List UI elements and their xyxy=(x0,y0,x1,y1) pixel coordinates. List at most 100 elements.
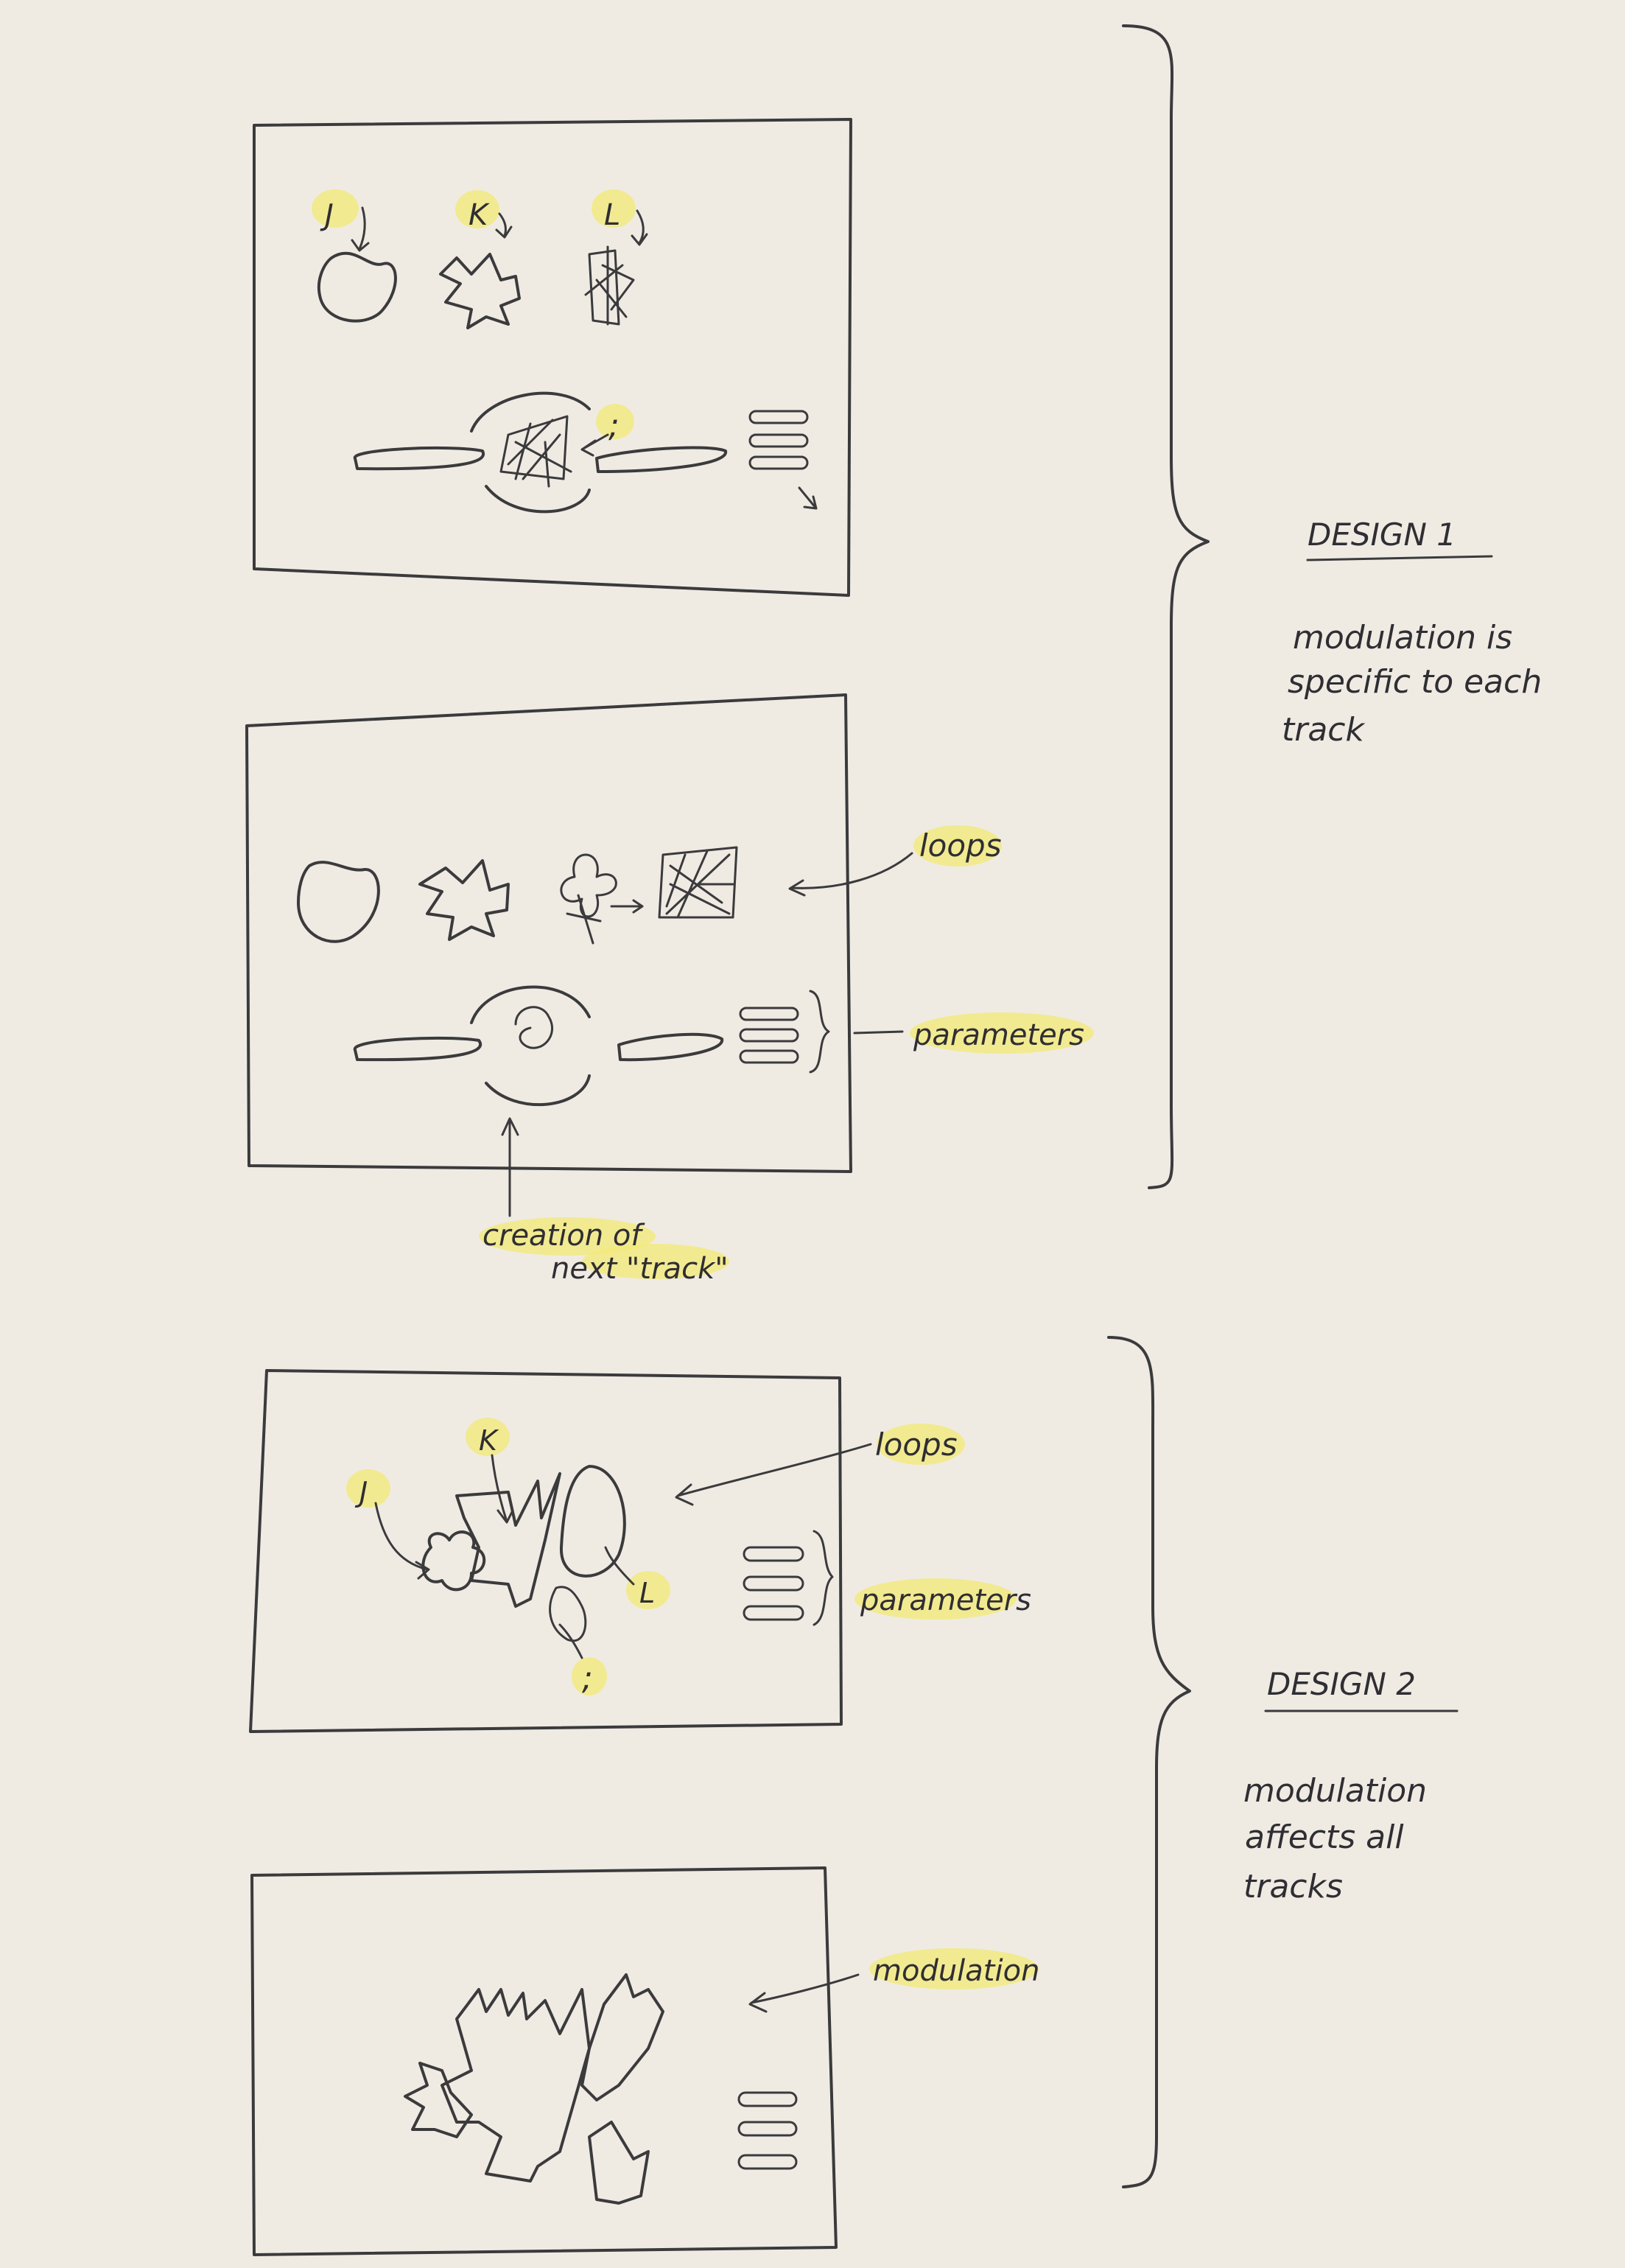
param-bar-5 xyxy=(739,1028,799,1043)
label-k-3: K xyxy=(479,1424,499,1457)
design1-bracket xyxy=(1122,24,1210,1189)
shape-k-3 xyxy=(455,1472,561,1608)
highlight-loops xyxy=(913,825,1002,867)
merged-shape-left xyxy=(404,2062,473,2138)
frame-3: J K L ; loops parameters xyxy=(249,1369,1031,1733)
param-bar-12 xyxy=(737,2154,798,2170)
arrow-semi-3 xyxy=(558,1623,583,1659)
cursor-icon xyxy=(798,486,818,510)
highlight-parameters-3 xyxy=(854,1578,1017,1620)
brace-params xyxy=(809,990,830,1074)
highlight-k-3 xyxy=(466,1418,510,1456)
arrow-j xyxy=(351,206,370,252)
param-bar-3 xyxy=(748,455,809,470)
scribble-track-2 xyxy=(658,846,738,919)
frame-2-border xyxy=(245,693,852,1173)
annotation-creation-line1: creation of xyxy=(482,1219,645,1253)
shape-l-3 xyxy=(559,1465,626,1578)
arrow-creation xyxy=(501,1117,519,1217)
blob-j xyxy=(317,251,397,323)
frame-3-border xyxy=(249,1369,843,1733)
design2-note-line2: affects all xyxy=(1245,1819,1404,1856)
line-params xyxy=(853,1030,904,1035)
design1-heading: DESIGN 1 xyxy=(1308,517,1456,553)
design2-note-line1: modulation xyxy=(1243,1772,1427,1810)
merged-shape-right xyxy=(580,1973,664,2101)
param-bar-11 xyxy=(737,2121,798,2137)
merged-shape-bottom xyxy=(588,2121,650,2205)
highlight-parameters xyxy=(910,1012,1094,1054)
highlight-loops-3 xyxy=(877,1424,965,1465)
design1-note-line3: track xyxy=(1282,711,1365,749)
slider-right xyxy=(595,446,728,473)
frame-4: modulation xyxy=(250,1866,1039,2256)
design1-note-line1: modulation is xyxy=(1293,619,1512,657)
arrow-modulation xyxy=(748,1973,860,2013)
blob-k-2 xyxy=(418,859,510,941)
annotation-parameters-3: parameters xyxy=(860,1583,1031,1617)
arrow-j-3 xyxy=(374,1502,430,1580)
param-bar-2 xyxy=(748,433,809,448)
label-k: K xyxy=(468,198,490,232)
param-bar-1 xyxy=(748,410,809,424)
mix-circle xyxy=(470,391,591,514)
highlight-l-3 xyxy=(626,1571,670,1609)
frame-1-border xyxy=(253,118,852,597)
highlight-semi-3 xyxy=(572,1657,607,1695)
label-semicolon: ; xyxy=(608,407,620,444)
highlight-semi xyxy=(596,404,634,439)
merged-shape-center xyxy=(441,1988,591,2183)
blob-l xyxy=(584,245,635,326)
annotation-loops-1: loops xyxy=(919,827,1002,864)
highlight-j xyxy=(312,189,359,228)
arrow-l xyxy=(631,209,648,246)
slider-left xyxy=(353,446,485,471)
blob-j-2 xyxy=(297,861,380,943)
design1-note-line2: specific to each xyxy=(1288,663,1542,701)
frame-4-border xyxy=(250,1866,838,2256)
param-bar-4 xyxy=(739,1007,799,1021)
highlight-l xyxy=(592,189,636,228)
param-bar-10 xyxy=(737,2091,798,2107)
arrow-k-3 xyxy=(491,1454,514,1524)
slider-right-2 xyxy=(617,1032,724,1062)
center-seed xyxy=(514,1006,554,1049)
param-bar-9 xyxy=(743,1605,804,1621)
arrow-semi xyxy=(580,433,609,457)
highlight-modulation xyxy=(869,1948,1039,1989)
blob-l-2 xyxy=(560,853,617,945)
arrow-k xyxy=(495,212,513,239)
param-bar-7 xyxy=(743,1546,804,1562)
flower-j-3 xyxy=(421,1530,486,1592)
design2-heading: DESIGN 2 xyxy=(1267,1666,1416,1702)
param-bar-6 xyxy=(739,1049,799,1064)
highlight-j-3 xyxy=(346,1469,390,1508)
label-l: L xyxy=(604,198,620,232)
label-semicolon-3: ; xyxy=(582,1659,593,1697)
scribble-track xyxy=(499,415,572,488)
design1-heading-underline xyxy=(1306,555,1493,561)
arrow-loops-3 xyxy=(675,1443,872,1506)
param-bar-8 xyxy=(743,1575,804,1592)
mix-circle-2 xyxy=(470,985,591,1107)
arrow-loops xyxy=(788,852,913,897)
arrow-l-3 xyxy=(604,1546,635,1586)
annotation-creation-line2: next "track" xyxy=(551,1252,729,1286)
design2-bracket xyxy=(1107,1336,1191,2188)
shape-semi-3 xyxy=(549,1586,587,1642)
brace-params-3 xyxy=(812,1530,834,1626)
annotation-parameters-1: parameters xyxy=(913,1018,1084,1052)
annotation-modulation: modulation xyxy=(873,1954,1039,1988)
arrow-l-to-track xyxy=(610,899,644,914)
highlight-creation xyxy=(479,1217,656,1256)
design2-note-line3: tracks xyxy=(1243,1868,1343,1905)
label-l-3: L xyxy=(639,1577,655,1609)
frame-1: J K L ; xyxy=(253,118,852,597)
blob-k xyxy=(439,253,521,329)
highlight-next-track xyxy=(582,1244,729,1279)
annotation-loops-3: loops xyxy=(875,1427,958,1463)
slider-left-2 xyxy=(354,1036,482,1062)
frame-2: loops parameters creation of next "track… xyxy=(245,693,1094,1286)
